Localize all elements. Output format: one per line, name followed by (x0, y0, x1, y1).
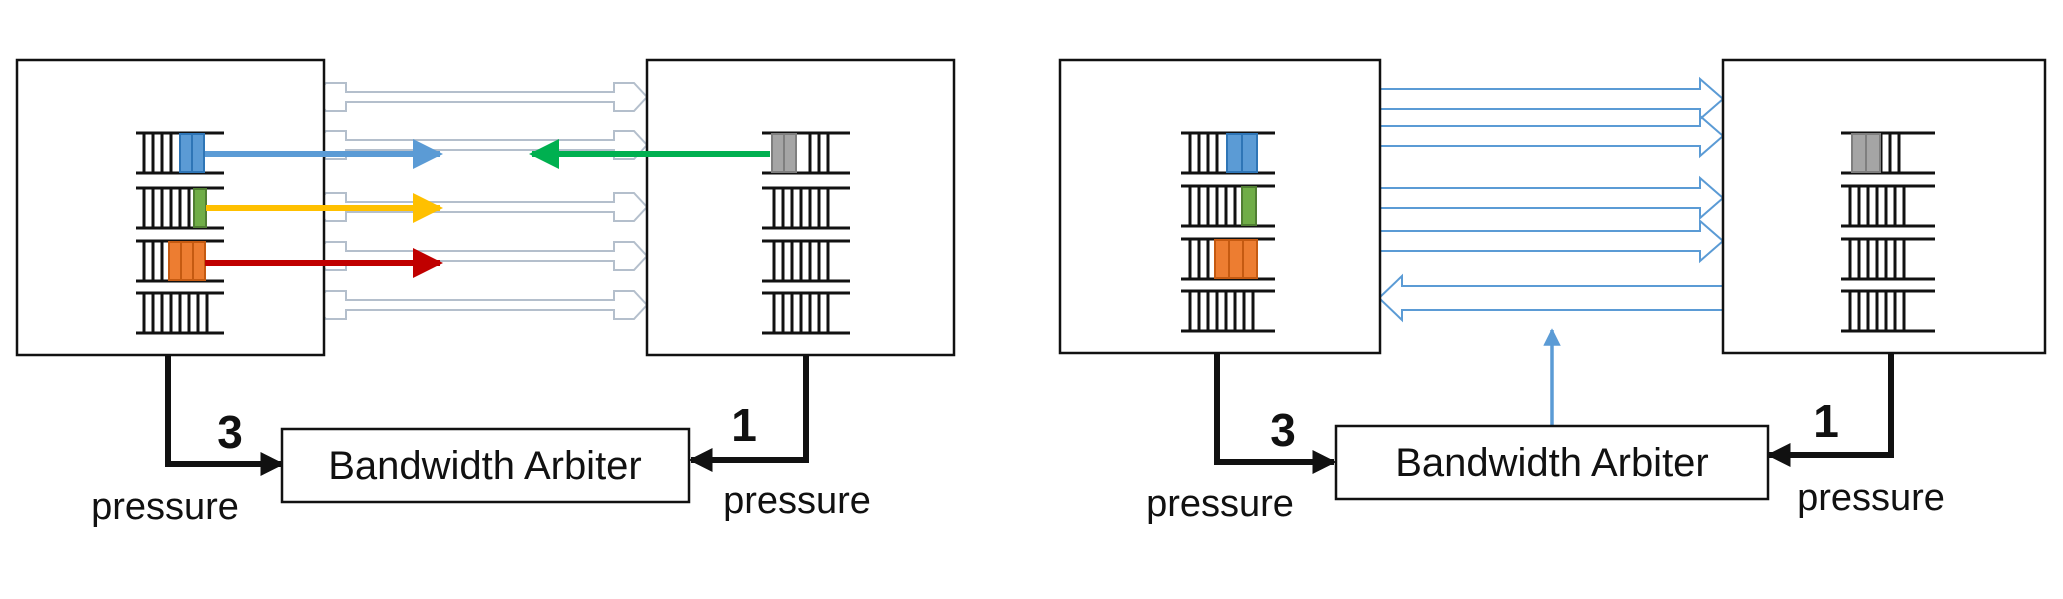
link-left-to-right (1378, 76, 1725, 122)
link-left-to-right (1378, 113, 1725, 159)
pressure-label: pressure (1146, 483, 1294, 525)
link-right-to-left (1377, 273, 1724, 323)
arbiter-label: Bandwidth Arbiter (328, 444, 642, 488)
pressure-label: pressure (91, 486, 239, 528)
packet-green (193, 188, 207, 228)
arbiter-label: Bandwidth Arbiter (1395, 441, 1709, 485)
bandwidth-arbiter-box (1334, 424, 1770, 501)
left-node (1058, 58, 1382, 355)
pressure-value: 3 (1270, 404, 1296, 456)
bandwidth-arbiter-box (280, 427, 691, 504)
pressure-label: pressure (723, 480, 871, 522)
pressure-arrow (688, 355, 809, 472)
pressure-arrow (165, 355, 285, 476)
pressure-label: pressure (1797, 477, 1945, 519)
bidirectional-link (311, 82, 649, 112)
packet-orange (1214, 239, 1258, 279)
right-panel: Bandwidth Arbiter 3 1 pressure pressure (1058, 58, 2047, 525)
link-left-to-right (1378, 175, 1725, 221)
pressure-value: 1 (731, 399, 757, 451)
right-node (1721, 58, 2047, 355)
pressure-arrow (1214, 353, 1337, 474)
queued-packets (1214, 133, 1258, 279)
pressure-value: 3 (217, 406, 243, 458)
packet-green (1241, 186, 1257, 226)
pressure-arrow (1766, 353, 1894, 467)
queued-packets (168, 133, 207, 281)
bidirectional-link (311, 290, 649, 320)
link-left-to-right (1378, 218, 1725, 264)
packet-orange (168, 241, 206, 281)
link-group (1377, 76, 1725, 323)
left-panel: Bandwidth Arbiter 3 1 pressure pressure (15, 58, 956, 528)
queue-stack (762, 131, 850, 335)
pressure-value: 1 (1813, 395, 1839, 447)
link-group (311, 82, 649, 320)
